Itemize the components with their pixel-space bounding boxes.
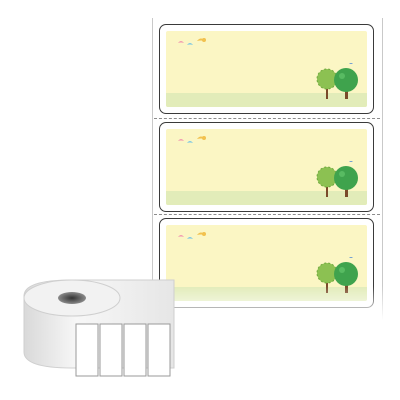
label-sticker-2 bbox=[159, 122, 374, 212]
perforation-line bbox=[154, 118, 380, 119]
strip-fade bbox=[152, 286, 383, 326]
grass-strip bbox=[166, 191, 367, 205]
label-sticker-1 bbox=[159, 24, 374, 114]
label-roll-icon bbox=[23, 279, 175, 377]
label-artwork bbox=[166, 31, 367, 107]
birds-icon bbox=[178, 136, 206, 143]
label-artwork bbox=[166, 129, 367, 205]
roll-labels bbox=[75, 323, 171, 377]
birds-icon bbox=[178, 232, 206, 239]
perforation-line bbox=[154, 214, 380, 215]
grass-strip bbox=[166, 93, 367, 107]
birds-icon bbox=[178, 38, 206, 45]
trees-icon bbox=[316, 63, 358, 99]
trees-icon bbox=[316, 257, 358, 293]
trees-icon bbox=[316, 161, 358, 197]
